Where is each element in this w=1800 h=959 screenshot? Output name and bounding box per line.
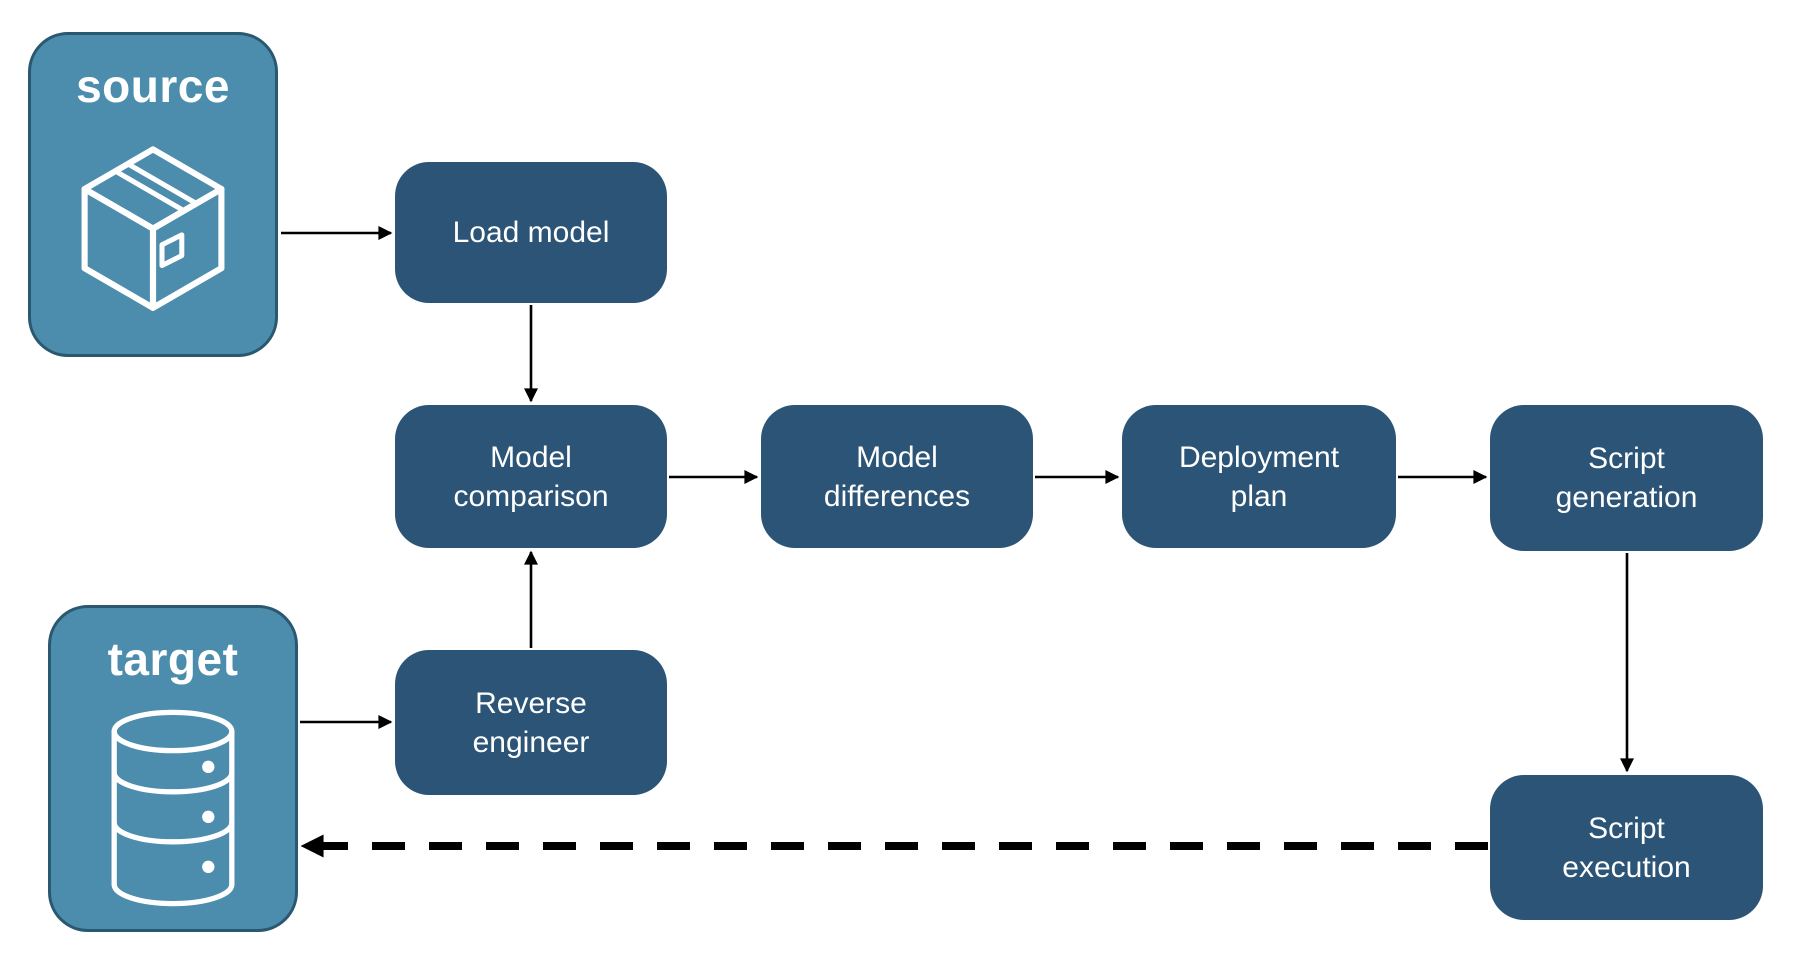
- node-label: Script generation: [1555, 442, 1698, 514]
- node-label: Load model: [452, 216, 610, 249]
- source-label: source: [76, 60, 230, 112]
- node-reverse-engineer: Reverse engineer: [395, 650, 667, 795]
- node-script-generation: Script generation: [1490, 405, 1763, 551]
- node-model-comparison: Model comparison: [395, 405, 667, 548]
- node-deployment-plan: Deployment plan: [1122, 405, 1396, 548]
- database-icon: [98, 686, 248, 929]
- container-source: source: [28, 32, 278, 357]
- node-load-model: Load model: [395, 162, 667, 303]
- node-script-execution: Script execution: [1490, 775, 1763, 920]
- container-target: target: [48, 605, 298, 932]
- node-label: Model differences: [823, 440, 971, 513]
- target-label: target: [107, 633, 239, 685]
- node-label: Deployment plan: [1178, 440, 1340, 513]
- package-icon: [63, 113, 243, 354]
- node-label: Reverse engineer: [472, 686, 590, 759]
- node-model-differences: Model differences: [761, 405, 1033, 548]
- node-label: Model comparison: [453, 440, 609, 513]
- node-label: Script execution: [1562, 811, 1691, 884]
